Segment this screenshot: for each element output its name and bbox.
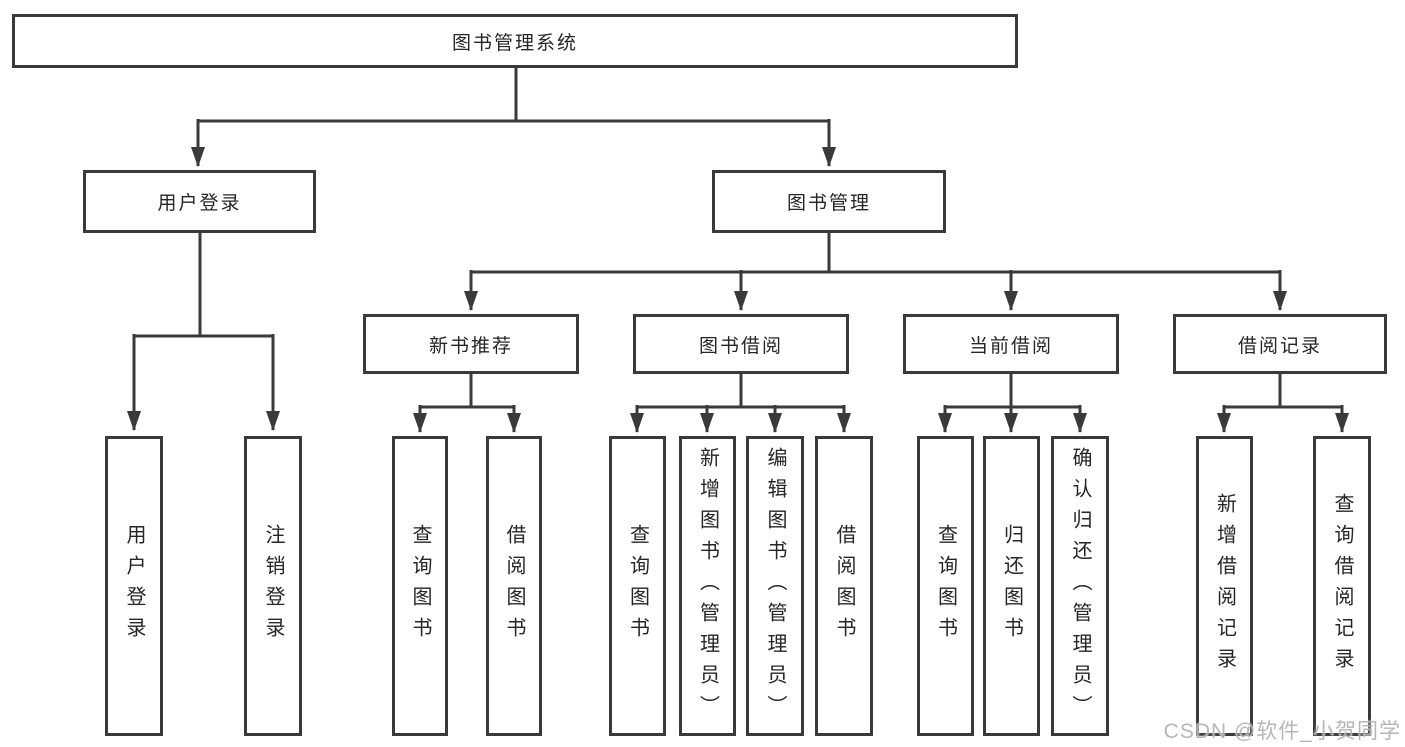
node-root-label: 图书管理系统 [451,32,578,54]
leaf-query-books-recommend-label: 查询图书 [409,524,431,648]
leaf-borrow-books-label: 借阅图书 [833,524,855,648]
leaf-query-borrow-record-label: 查询借阅记录 [1331,493,1353,679]
leaf-return-books: 归还图书 [983,436,1040,736]
node-current-borrow-label: 当前借阅 [968,335,1053,357]
node-new-book-recommend: 新书推荐 [363,314,579,374]
leaf-query-books-current: 查询图书 [917,436,974,736]
leaf-logout: 注销登录 [244,436,302,736]
leaf-query-books-borrow-label: 查询图书 [626,524,649,648]
watermark: CSDN @软件_小贺同学 [1163,720,1401,743]
leaf-add-books-admin: 新增图书（管理员） [679,436,736,736]
leaf-query-books-borrow: 查询图书 [609,436,666,736]
node-book-borrow-label: 图书借阅 [698,335,783,357]
node-borrow-records-label: 借阅记录 [1237,335,1322,357]
leaf-add-borrow-record-label: 新增借阅记录 [1213,493,1236,679]
leaf-confirm-return-admin: 确认归还（管理员） [1051,436,1109,736]
leaf-query-borrow-record: 查询借阅记录 [1313,436,1371,736]
leaf-add-books-admin-label: 新增图书（管理员） [696,446,719,726]
leaf-confirm-return-admin-label: 确认归还（管理员） [1069,446,1091,726]
leaf-query-books-recommend: 查询图书 [392,436,448,736]
node-user-login: 用户登录 [83,170,316,233]
node-current-borrow: 当前借阅 [903,314,1119,374]
node-user-login-label: 用户登录 [157,193,242,214]
leaf-borrow-books: 借阅图书 [815,436,873,736]
leaf-borrow-books-recommend-label: 借阅图书 [503,524,525,648]
node-borrow-records: 借阅记录 [1173,314,1387,374]
node-book-management: 图书管理 [712,170,946,233]
leaf-query-books-current-label: 查询图书 [934,524,957,648]
leaf-add-borrow-record: 新增借阅记录 [1196,436,1253,736]
node-book-borrow: 图书借阅 [633,314,849,374]
leaf-borrow-books-recommend: 借阅图书 [486,436,542,736]
leaf-logout-label: 注销登录 [262,524,284,648]
leaf-user-login: 用户登录 [105,436,163,736]
leaf-user-login-label: 用户登录 [123,524,145,648]
leaf-return-books-label: 归还图书 [1000,524,1023,648]
node-new-book-recommend-label: 新书推荐 [428,335,513,357]
node-root-system: 图书管理系统 [12,14,1018,68]
leaf-edit-books-admin-label: 编辑图书（管理员） [764,446,786,726]
node-book-management-label: 图书管理 [786,193,871,214]
leaf-edit-books-admin: 编辑图书（管理员） [746,436,804,736]
